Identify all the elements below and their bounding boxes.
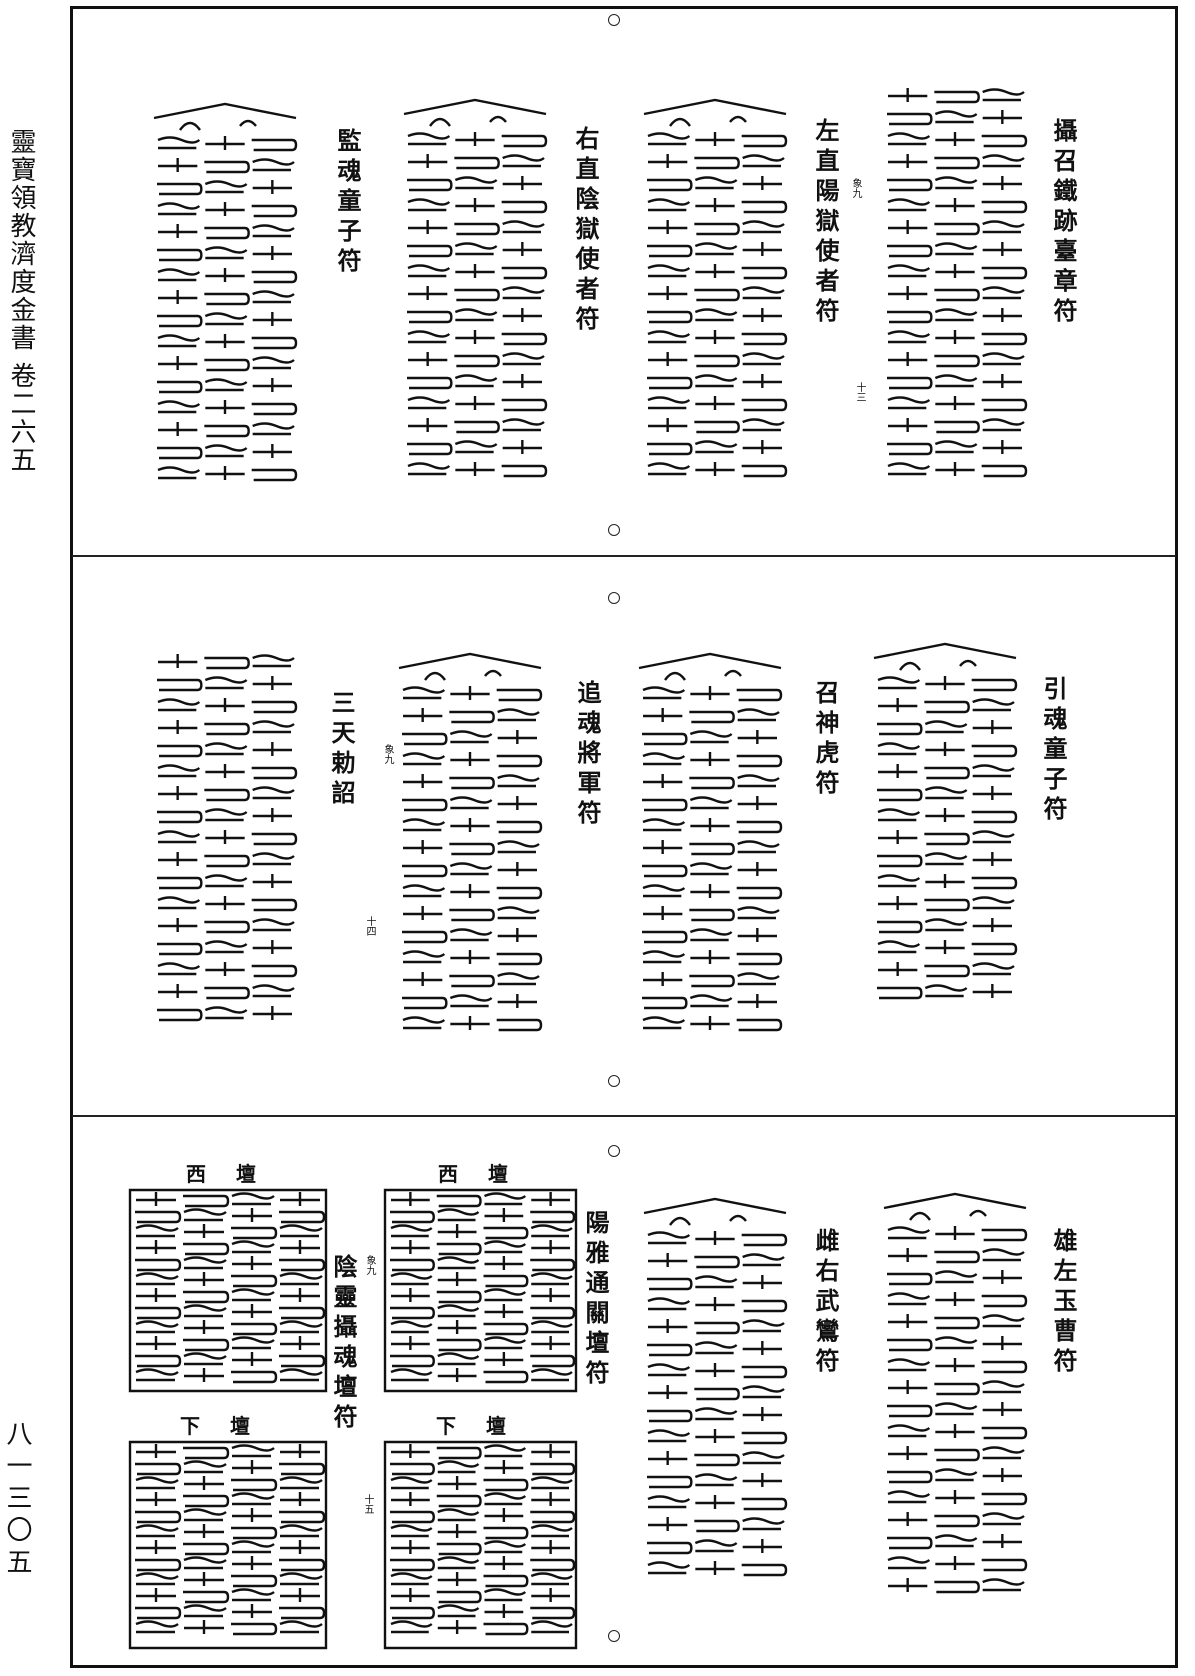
talisman-label: 陰靈攝魂壇符 [329,1254,358,1434]
talisman-label: 雄左玉曹符 [1049,1228,1078,1378]
panel-divider [72,1115,1176,1117]
page-frame [70,6,1178,1668]
note: 象九 [382,744,393,764]
altar-label: 西壇 [438,1162,538,1186]
talisman-label: 引魂童子符 [1039,676,1068,826]
binding-circle [608,14,620,26]
talisman-label: 追魂將軍符 [573,680,602,830]
binding-circle [608,524,620,536]
talisman-label: 三天勅詔 [327,690,356,810]
talisman-label: 召神虎符 [811,680,840,800]
talisman-glyph [128,1188,328,1393]
talisman-label: 雌右武鸞符 [811,1228,840,1378]
talisman-label: 攝召鐵跡臺章符 [1049,118,1078,328]
talisman-glyph [403,98,548,478]
talisman-glyph [153,102,298,482]
note: 象九 [364,1255,375,1275]
talisman-glyph [638,652,783,1032]
note: 十三 [854,382,865,402]
altar-label: 下壇 [436,1414,536,1438]
talisman-label: 左直陽獄使者符 [811,118,840,328]
altar-label: 西壇 [186,1162,286,1186]
binding-circle [608,592,620,604]
talisman-label: 監魂童子符 [333,128,362,278]
talisman-glyph [887,88,1028,478]
page-number: 八一三〇五 [2,1420,32,1580]
binding-circle [608,1630,620,1642]
talisman-glyph [383,1188,578,1393]
note: 象九 [850,178,861,198]
binding-circle [608,1075,620,1087]
talisman-glyph [873,642,1018,1000]
talisman-label: 右直陰獄使者符 [571,126,600,336]
talisman-glyph [157,654,298,1022]
panel-divider [72,555,1176,557]
note: 十五 [362,1494,373,1514]
binding-circle [608,1145,620,1157]
talisman-glyph [883,1192,1028,1594]
talisman-glyph [643,1197,788,1577]
talisman-glyph [383,1440,578,1650]
talisman-glyph [128,1440,328,1650]
talisman-glyph [398,652,543,1032]
note: 十四 [364,916,375,936]
talisman-label: 陽雅通關壇符 [581,1210,610,1390]
talisman-glyph [643,98,788,478]
book-title: 靈寶領教濟度金書 卷二六五 [6,128,36,475]
altar-label: 下壇 [180,1414,280,1438]
